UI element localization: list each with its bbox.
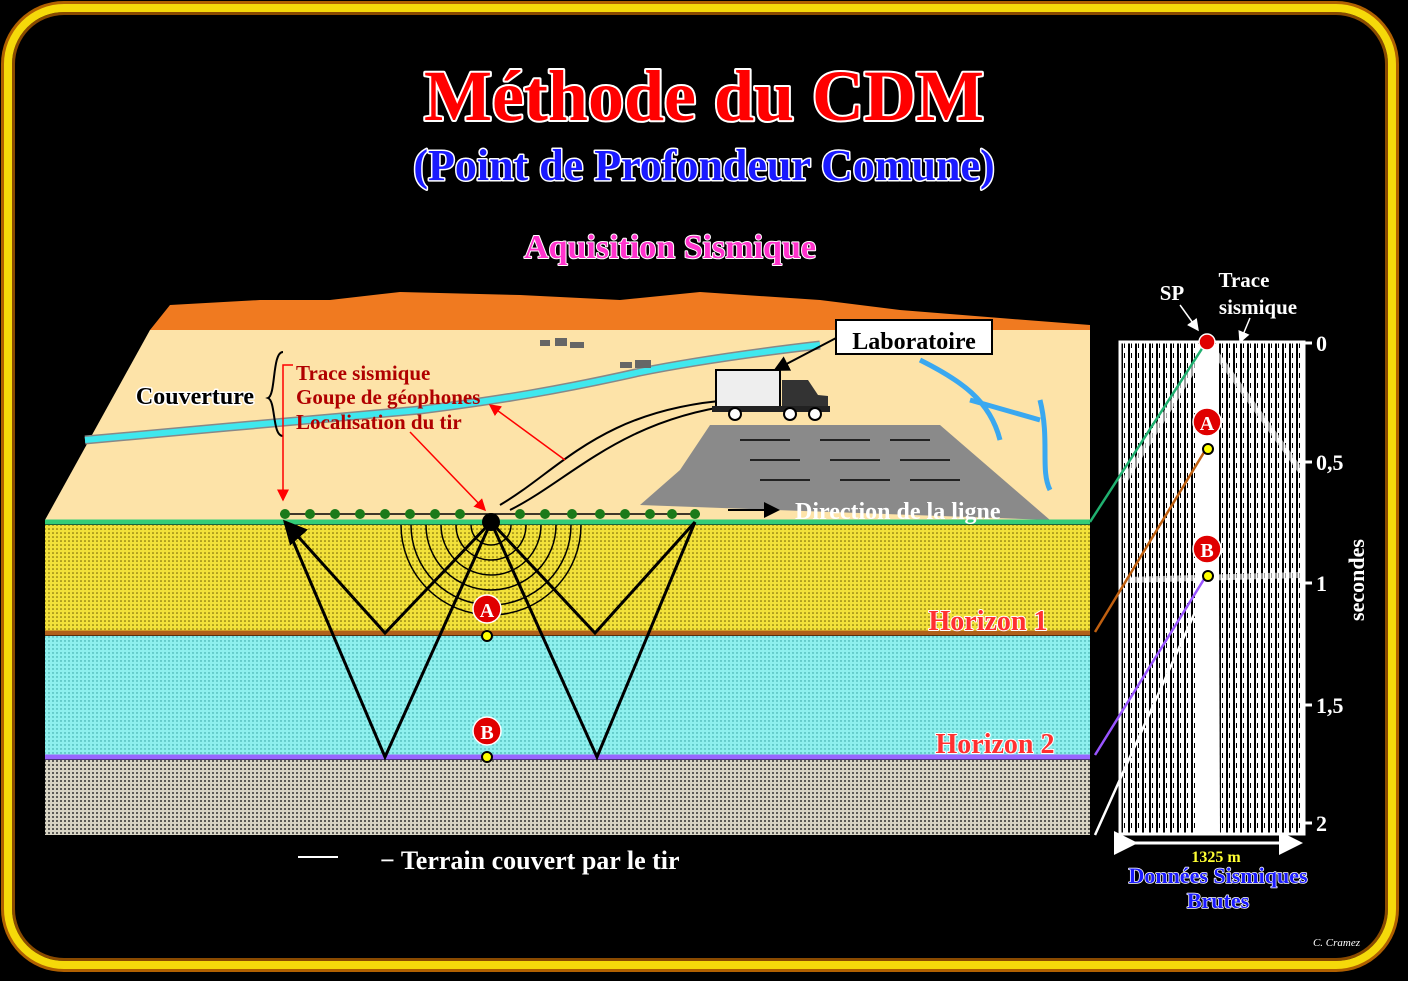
laboratoire-label: Laboratoire bbox=[852, 329, 976, 355]
link-surface bbox=[1088, 343, 1207, 523]
width-label: 1325 m bbox=[1191, 849, 1241, 866]
marker-b: B bbox=[472, 716, 502, 763]
marker-a: A bbox=[472, 594, 502, 642]
page-subtitle: (Point de Profondeur Comune) bbox=[413, 141, 994, 190]
tick-label: 1 bbox=[1316, 571, 1327, 596]
layer-1 bbox=[45, 525, 1090, 631]
tick-label: 2 bbox=[1316, 811, 1327, 836]
lakes bbox=[918, 357, 1053, 492]
trace-label-1: Trace bbox=[1219, 268, 1270, 292]
couverture-label: Couverture bbox=[136, 384, 255, 410]
line-spread bbox=[640, 425, 1050, 520]
page-title: Méthode du CDM bbox=[424, 56, 984, 136]
layer-2 bbox=[45, 636, 1090, 755]
label-goupe-geophones: Goupe de géophones bbox=[296, 385, 480, 409]
tick-label: 1,5 bbox=[1316, 693, 1344, 718]
svg-text:A: A bbox=[480, 600, 495, 622]
credit: C. Cramez bbox=[1313, 937, 1361, 949]
label-localisation-tir: Localisation du tir bbox=[296, 410, 462, 434]
svg-text:B: B bbox=[480, 722, 493, 744]
panel-caption-1: Données Sismiques bbox=[1128, 863, 1308, 888]
tick-label: 0,5 bbox=[1316, 450, 1344, 475]
legend-text: − Terrain couvert par le tir bbox=[380, 846, 680, 875]
direction-label: Direction de la ligne bbox=[795, 499, 1001, 525]
panel-caption-2: Brutes bbox=[1187, 888, 1250, 913]
horizon-1-label: Horizon 1 bbox=[929, 606, 1048, 637]
laboratoire-box bbox=[835, 319, 993, 355]
link-base bbox=[1093, 589, 1207, 836]
sp-label: SP bbox=[1160, 281, 1185, 305]
panel-marker-b: B bbox=[1192, 534, 1222, 582]
recording-truck-icon bbox=[712, 369, 830, 421]
section-title: Aquisition Sismique bbox=[524, 229, 816, 266]
tick-label: 0 bbox=[1316, 331, 1327, 356]
wavefronts bbox=[400, 524, 582, 616]
shot-point bbox=[482, 513, 500, 531]
trace-label-2: sismique bbox=[1219, 295, 1297, 319]
label-trace-sismique: Trace sismique bbox=[296, 361, 430, 385]
link-horizon-1 bbox=[1093, 448, 1208, 633]
svg-text:A: A bbox=[1200, 413, 1215, 435]
river bbox=[84, 342, 821, 443]
horizon-2-label: Horizon 2 bbox=[936, 729, 1055, 760]
panel-marker-a: A bbox=[1192, 407, 1222, 455]
time-axis: 0 0,5 1 1,5 2 bbox=[1304, 331, 1344, 836]
layer-3 bbox=[45, 760, 1090, 835]
brace bbox=[265, 351, 284, 437]
svg-text:B: B bbox=[1200, 540, 1213, 562]
link-horizon-2 bbox=[1093, 575, 1208, 756]
axis-label-secondes: secondes bbox=[1344, 539, 1369, 621]
sp-marker bbox=[1198, 333, 1216, 351]
